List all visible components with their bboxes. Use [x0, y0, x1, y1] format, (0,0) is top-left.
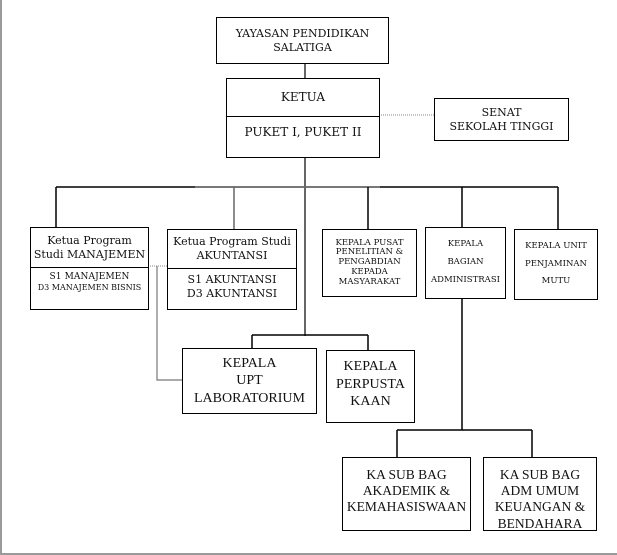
node-kepala-p3m-line-4: KEPADA	[351, 266, 388, 277]
node-kaprodi-akuntansi-title-1: Ketua Program Studi	[173, 235, 291, 249]
node-kepala-upt-laboratorium[interactable]: KEPALA UPT LABORATORIUM	[182, 348, 317, 414]
node-yayasan-line-1: YAYASAN PENDIDIKAN	[235, 26, 370, 40]
node-kepala-p3m-line-5: MASYARAKAT	[338, 276, 401, 287]
node-kasubbag-adm-umum-line-2: ADM UMUM	[500, 483, 580, 499]
node-kasubbag-adm-umum-line-4: BENDAHARA	[497, 515, 583, 531]
node-kepala-perpustakaan-line-2: PERPUSTA	[336, 376, 405, 392]
node-kepala-bagian-administrasi-line-2: BAGIAN	[447, 257, 484, 268]
node-kepala-unit-penjaminan-mutu-line-2: PENJAMINAN	[525, 258, 587, 269]
node-kepala-upt-laboratorium-line-2: UPT	[236, 373, 263, 389]
node-kaprodi-manajemen-title-1: Ketua Program	[47, 233, 132, 247]
node-kaprodi-manajemen-title-2: Studi MANAJEMEN	[33, 247, 146, 261]
node-kepala-perpustakaan[interactable]: KEPALA PERPUSTA KAAN	[326, 350, 415, 423]
node-kepala-p3m-line-3: PENGABDIAN	[338, 257, 401, 268]
frame-bottom-border	[0, 553, 617, 555]
node-ketua[interactable]: KETUA PUKET I, PUKET II	[226, 78, 380, 158]
node-kepala-unit-penjaminan-mutu-line-3: MUTU	[541, 276, 571, 287]
node-kepala-bagian-administrasi-line-3: ADMINISTRASI	[430, 274, 501, 285]
node-senat-line-2: SEKOLAH TINGGI	[449, 119, 554, 133]
node-ketua-subtitle: PUKET I, PUKET II	[244, 125, 362, 139]
node-senat-line-1: SENAT	[481, 105, 522, 119]
node-kepala-upt-laboratorium-line-3: LABORATORIUM	[194, 390, 305, 406]
node-kaprodi-manajemen[interactable]: Ketua Program Studi MANAJEMEN S1 MANAJEM…	[30, 227, 149, 310]
node-kasubbag-akademik-line-2: AKADEMIK &	[362, 483, 451, 499]
node-yayasan[interactable]: YAYASAN PENDIDIKAN SALATIGA	[216, 17, 389, 64]
node-kasubbag-akademik-line-3: KEMAHASISWAAN	[346, 499, 467, 515]
node-kasubbag-adm-umum[interactable]: KA SUB BAG ADM UMUM KEUANGAN & BENDAHARA	[483, 457, 597, 531]
node-kepala-bagian-administrasi-line-1: KEPALA	[447, 239, 484, 250]
node-kepala-perpustakaan-line-3: KAAN	[350, 394, 391, 409]
node-kaprodi-akuntansi-title-2: AKUNTANSI	[196, 249, 268, 262]
node-senat[interactable]: SENAT SEKOLAH TINGGI	[434, 98, 569, 141]
node-kaprodi-akuntansi-program-1: S1 AKUNTANSI	[187, 273, 277, 286]
node-kaprodi-akuntansi[interactable]: Ketua Program Studi AKUNTANSI S1 AKUNTAN…	[167, 229, 297, 310]
node-kasubbag-akademik-line-1: KA SUB BAG	[366, 467, 447, 482]
node-kasubbag-akademik[interactable]: KA SUB BAG AKADEMIK & KEMAHASISWAAN	[342, 457, 471, 531]
edge-manajemen-lab	[156, 266, 182, 381]
node-yayasan-line-2: SALATIGA	[273, 40, 332, 54]
node-kepala-bagian-administrasi[interactable]: KEPALA BAGIAN ADMINISTRASI	[425, 227, 506, 299]
node-kepala-p3m[interactable]: KEPALA PUSAT PENELITIAN & PENGABDIAN KEP…	[322, 229, 417, 297]
node-kaprodi-akuntansi-program-2: D3 AKUNTANSI	[186, 286, 278, 300]
node-kasubbag-adm-umum-line-3: KEUANGAN &	[494, 499, 586, 515]
node-kepala-p3m-line-1: KEPALA PUSAT	[335, 237, 404, 248]
node-kepala-p3m-line-2: PENELITIAN &	[335, 247, 404, 258]
node-kepala-unit-penjaminan-mutu-line-1: KEPALA UNIT	[525, 240, 587, 251]
node-kepala-upt-laboratorium-line-1: KEPALA	[222, 355, 277, 371]
node-kaprodi-manajemen-program-2: D3 MANAJEMEN BISNIS	[37, 283, 142, 293]
node-kepala-perpustakaan-line-1: KEPALA	[343, 359, 398, 374]
node-kaprodi-manajemen-program-1: S1 MANAJEMEN	[49, 272, 130, 282]
node-ketua-title: KETUA	[280, 90, 326, 104]
frame-left-border	[0, 0, 2, 555]
node-kepala-unit-penjaminan-mutu[interactable]: KEPALA UNIT PENJAMINAN MUTU	[514, 229, 598, 300]
node-kasubbag-adm-umum-line-1: KA SUB BAG	[499, 467, 581, 482]
